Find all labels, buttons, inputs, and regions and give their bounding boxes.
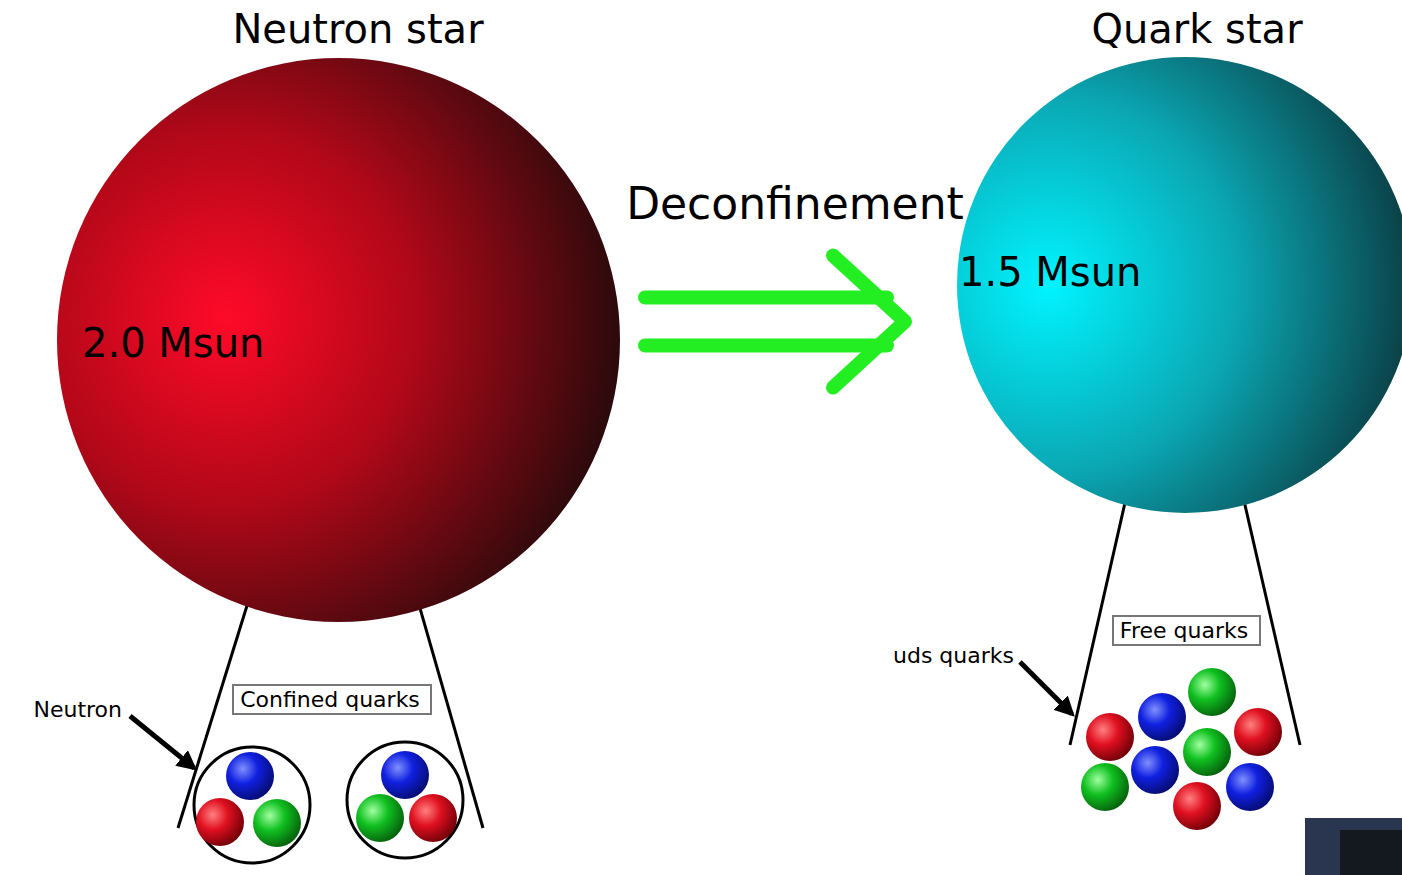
zoom-caption-box: Confined quarks [232,684,432,715]
pointer-arrows [130,662,1072,768]
arrow-shaft [645,290,887,304]
photo-fragment [1305,818,1402,875]
star-title: Neutron star [232,6,483,52]
sphere-fill [57,58,620,622]
sphere-fill [957,57,1402,513]
zoom-caption-box: Free quarks [1112,615,1261,646]
callout-label: uds quarks [893,643,1014,668]
callout-label: Neutron [33,697,122,722]
transition-arrow [645,255,905,387]
box-text: Confined quarks [234,686,430,713]
transition-label: Deconfinement [626,179,964,230]
mass-label: 1.5 Msun [959,249,1141,295]
free-quarks [1081,668,1282,830]
arrow-shaft [645,338,887,352]
neutron-particles [194,742,463,863]
arrow-head [833,255,905,387]
neutron-star: Neutron star2.0 Msun [57,58,620,622]
star-title: Quark star [1091,6,1302,52]
box-text: Free quarks [1114,617,1259,644]
quark-star: Quark star1.5 Msun [957,57,1402,513]
mass-label: 2.0 Msun [82,320,264,366]
